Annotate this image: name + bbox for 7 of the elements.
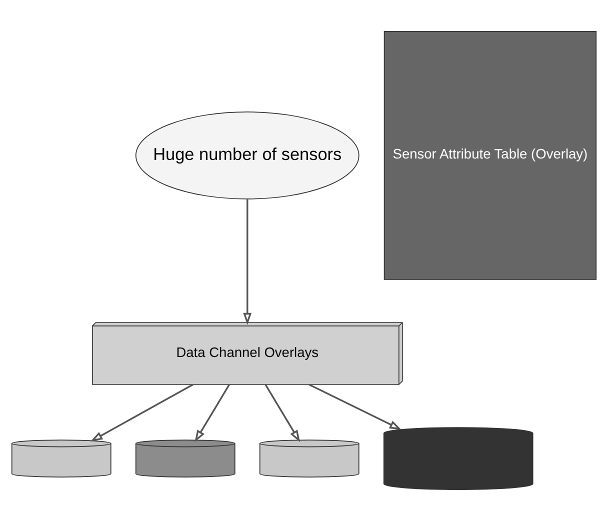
arrow bbox=[90, 384, 194, 442]
arrow bbox=[194, 384, 230, 442]
node-ellipse: Huge number of sensors bbox=[135, 112, 360, 200]
node-box: Sensor Attribute Table (Overlay) bbox=[384, 31, 597, 280]
arrow bbox=[243, 199, 252, 325]
arrow bbox=[264, 384, 300, 442]
arrow bbox=[308, 384, 402, 430]
